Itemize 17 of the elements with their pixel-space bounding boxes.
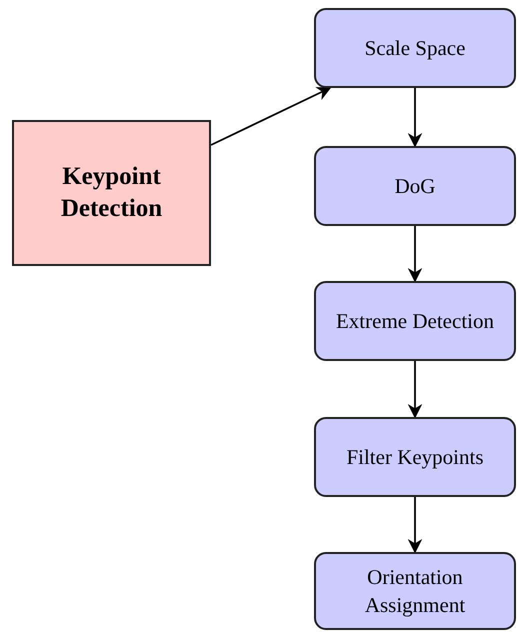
process-box: [314, 417, 516, 497]
process-box: [314, 8, 516, 88]
process-box: [314, 281, 516, 361]
box-label: Filter Keypoints: [346, 444, 484, 471]
process-box: [314, 146, 516, 226]
box-label: Keypoint Detection: [60, 162, 164, 224]
arrow: [408, 88, 422, 148]
box-label: DoG: [394, 173, 436, 200]
box-label: Extreme Detection: [336, 308, 494, 335]
process-box: [12, 120, 211, 266]
box-label: Orientation Assignment: [364, 564, 466, 619]
arrow: [408, 226, 422, 282]
arrow: [408, 497, 422, 554]
box-label: Scale Space: [364, 35, 466, 62]
arrow: [408, 361, 422, 418]
arrow: [210, 87, 332, 146]
process-box: [314, 552, 516, 630]
